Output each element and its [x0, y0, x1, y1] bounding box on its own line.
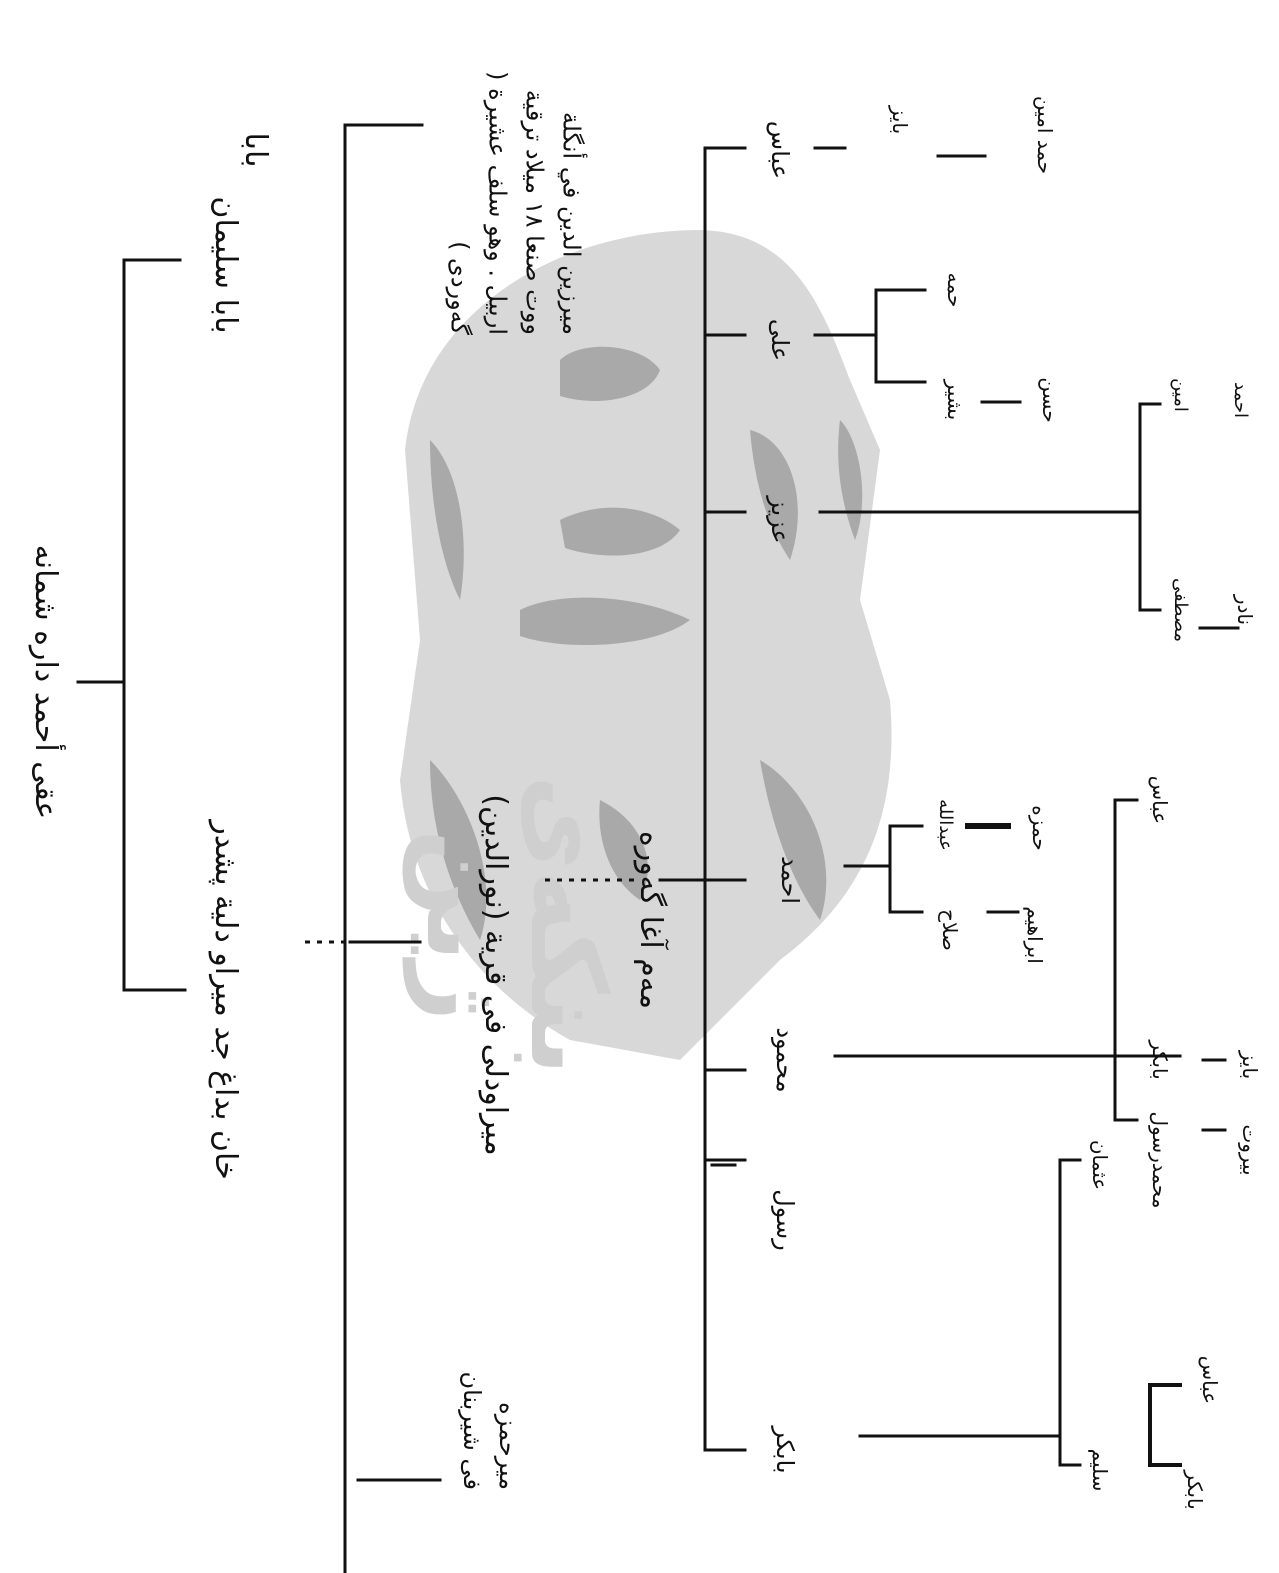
label-mustafa: مصطفی: [1171, 578, 1189, 642]
label-abdullah: عبدالله: [936, 799, 954, 851]
label-mirhamza: میرحمزه فی شیربنان: [454, 1370, 526, 1490]
label-miraw: میراودلی فی قریة (نورالدين): [480, 794, 510, 1155]
label-bayazid: بیروت: [1240, 1124, 1260, 1175]
label-amin: امین: [1171, 378, 1189, 412]
label-ali: علی: [768, 319, 792, 361]
label-mahmud-ahmad: محمدرسول: [1150, 1112, 1170, 1209]
label-salim: سلیم: [1090, 1449, 1110, 1492]
label-hama: حمه: [945, 273, 965, 308]
label-osman: عثمان: [1090, 1140, 1110, 1190]
label-hama-amin: حمد امین: [1035, 96, 1055, 174]
label-abbas-2: عباس: [1200, 1356, 1220, 1404]
label-nadir: نادر: [1235, 595, 1255, 625]
label-bakr: بابكر: [1150, 1040, 1170, 1079]
label-bayiz-2: بایز: [1240, 1051, 1260, 1079]
label-aziz: عزیز: [768, 496, 792, 543]
label-baba: بابا: [240, 133, 270, 168]
label-bashir: بشیر: [945, 380, 965, 420]
label-mam-agha: مه‌م آغا گەوره: [635, 831, 665, 1009]
label-babakr-2: بابكر: [1185, 1470, 1205, 1509]
root-title: عقی أحمد داره شمانه: [30, 545, 60, 820]
label-mirzain: میرزین الدین في أنگلة ووت صنعا ١٨ میلاد …: [441, 65, 590, 335]
label-ibrahim: ابراهیم: [1025, 906, 1045, 964]
label-hasan: حسن: [1040, 377, 1060, 422]
label-khan-budagh: خان بداغ جد میراو دلیة پشدر: [210, 820, 240, 1180]
label-abbas: عباس: [768, 121, 792, 179]
label-babakr: بابكر: [773, 1426, 797, 1473]
label-ahmad: احمد: [778, 856, 802, 904]
label-rasul: رسول: [773, 1189, 797, 1251]
label-bayiz: بایز: [890, 106, 910, 134]
label-hamza: حمزه: [1030, 805, 1050, 850]
label-baba-sliman: بابا سلیمان: [210, 196, 240, 333]
label-abbas-son: عباس: [1150, 776, 1170, 824]
label-ahmad-son: احمد: [1231, 382, 1249, 418]
label-mahmud: محمود: [773, 1027, 797, 1092]
label-salah: صلاح: [940, 909, 960, 951]
